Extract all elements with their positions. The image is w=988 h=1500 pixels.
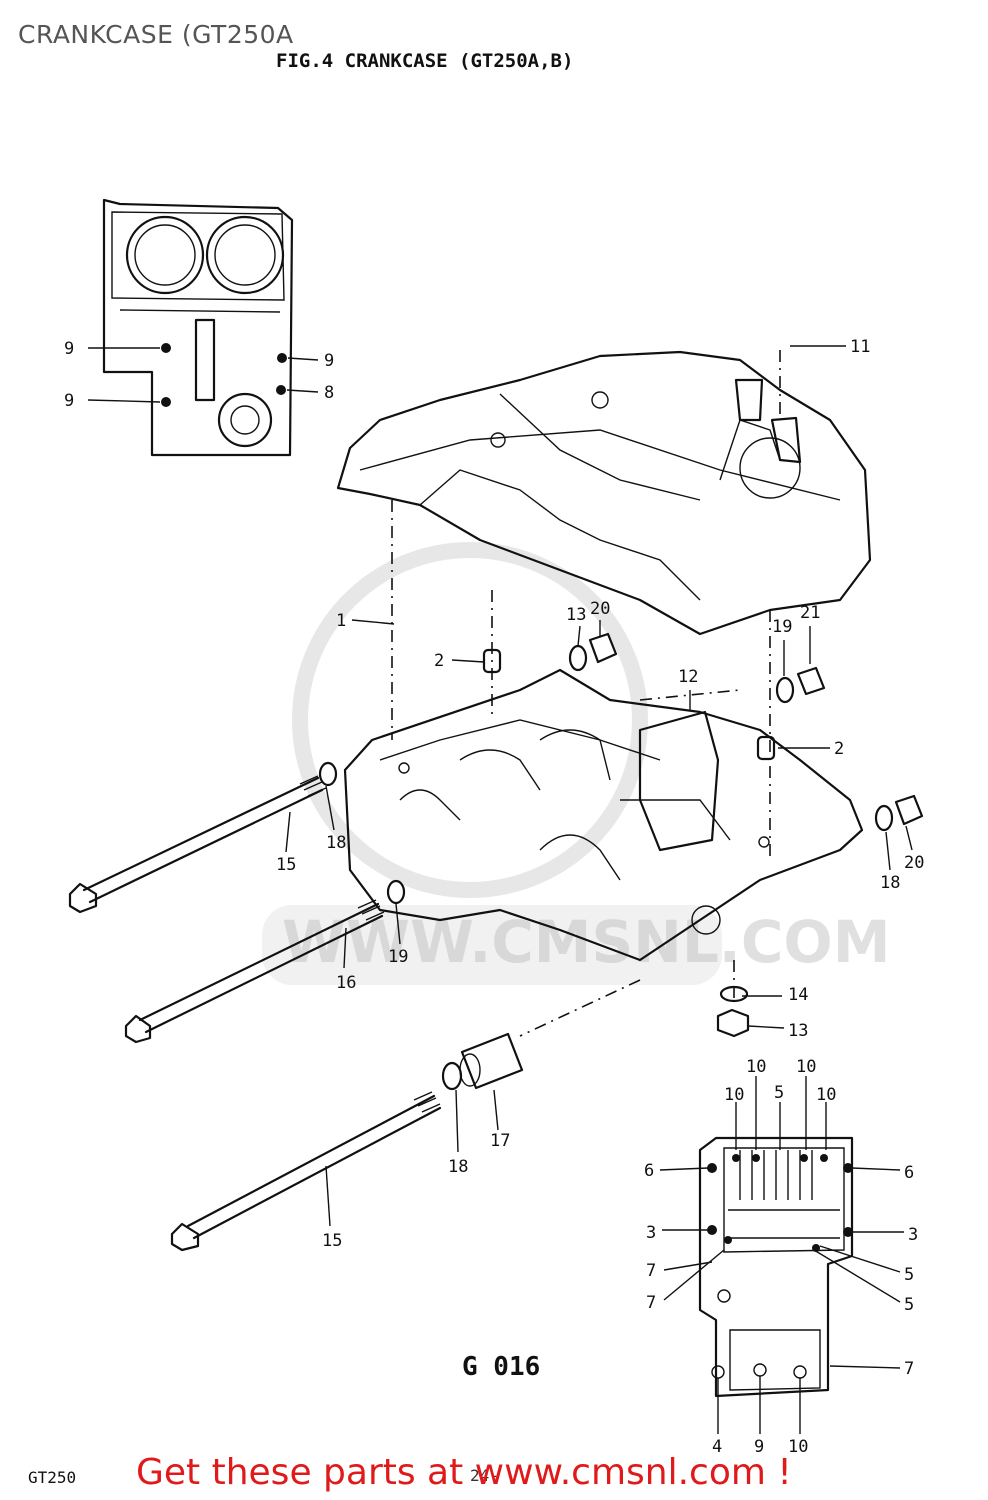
callout-18: 18 [326,833,346,853]
callout-14: 14 [788,985,808,1005]
callout-2: 2 [434,651,444,671]
callout-19: 19 [388,947,408,967]
watermark-text: WWW.CMSNL.COM [282,908,890,976]
callout-6: 6 [644,1161,654,1181]
lower-crankcase [343,668,864,962]
callout-20: 20 [904,853,924,873]
figure-title: FIG.4 CRANKCASE (GT250A,B) [276,50,574,72]
footer-model: GT250 [28,1468,77,1487]
callout-10: 10 [796,1057,816,1077]
callout-7: 7 [646,1261,656,1281]
footer-ad-link[interactable]: Get these parts at www.cmsnl.com ! [136,1452,792,1493]
callout-12: 12 [678,667,698,687]
callout-10: 10 [724,1085,744,1105]
callout-15: 15 [322,1231,342,1251]
inset-bottom-view [698,1136,854,1398]
figure-code: G 016 [462,1352,541,1382]
assembly-lines [391,350,781,1037]
callout-21: 21 [800,603,820,623]
callouts: 1 2 2 3 3 4 5 5 5 6 6 7 7 7 8 9 9 9 9 10… [64,337,924,1457]
callout-2: 2 [834,739,844,759]
leader-lines [285,345,913,1434]
upper-crankcase [336,350,872,636]
callout-9: 9 [324,351,334,371]
studs-bolts [68,761,524,1252]
callout-4: 4 [712,1437,722,1457]
watermark: WWW.CMSNL.COM [262,542,890,985]
callout-15: 15 [276,855,296,875]
callout-5: 5 [904,1295,914,1315]
page-title: CRANKCASE (GT250A [18,20,294,49]
callout-10: 10 [816,1085,836,1105]
callout-18: 18 [880,873,900,893]
callout-1: 1 [336,611,346,631]
callout-18: 18 [448,1157,468,1177]
callout-3: 3 [908,1225,918,1245]
callout-20: 20 [590,599,610,619]
callout-16: 16 [336,973,356,993]
callout-17: 17 [490,1131,510,1151]
callout-9: 9 [754,1437,764,1457]
inset-top-view [87,198,319,457]
callout-10: 10 [788,1437,808,1457]
callout-7: 7 [646,1293,656,1313]
callout-7: 7 [904,1359,914,1379]
callout-9: 9 [64,391,74,411]
callout-6: 6 [904,1163,914,1183]
callout-10: 10 [746,1057,766,1077]
callout-8: 8 [324,383,334,403]
callout-19: 19 [772,617,792,637]
callout-13: 13 [788,1021,808,1041]
callout-5: 5 [774,1083,784,1103]
callout-5: 5 [904,1265,914,1285]
callout-13: 13 [566,605,586,625]
footer-page-number: 24- [470,1466,499,1485]
callout-9: 9 [64,339,74,359]
callout-11: 11 [850,337,870,357]
callout-3: 3 [646,1223,656,1243]
